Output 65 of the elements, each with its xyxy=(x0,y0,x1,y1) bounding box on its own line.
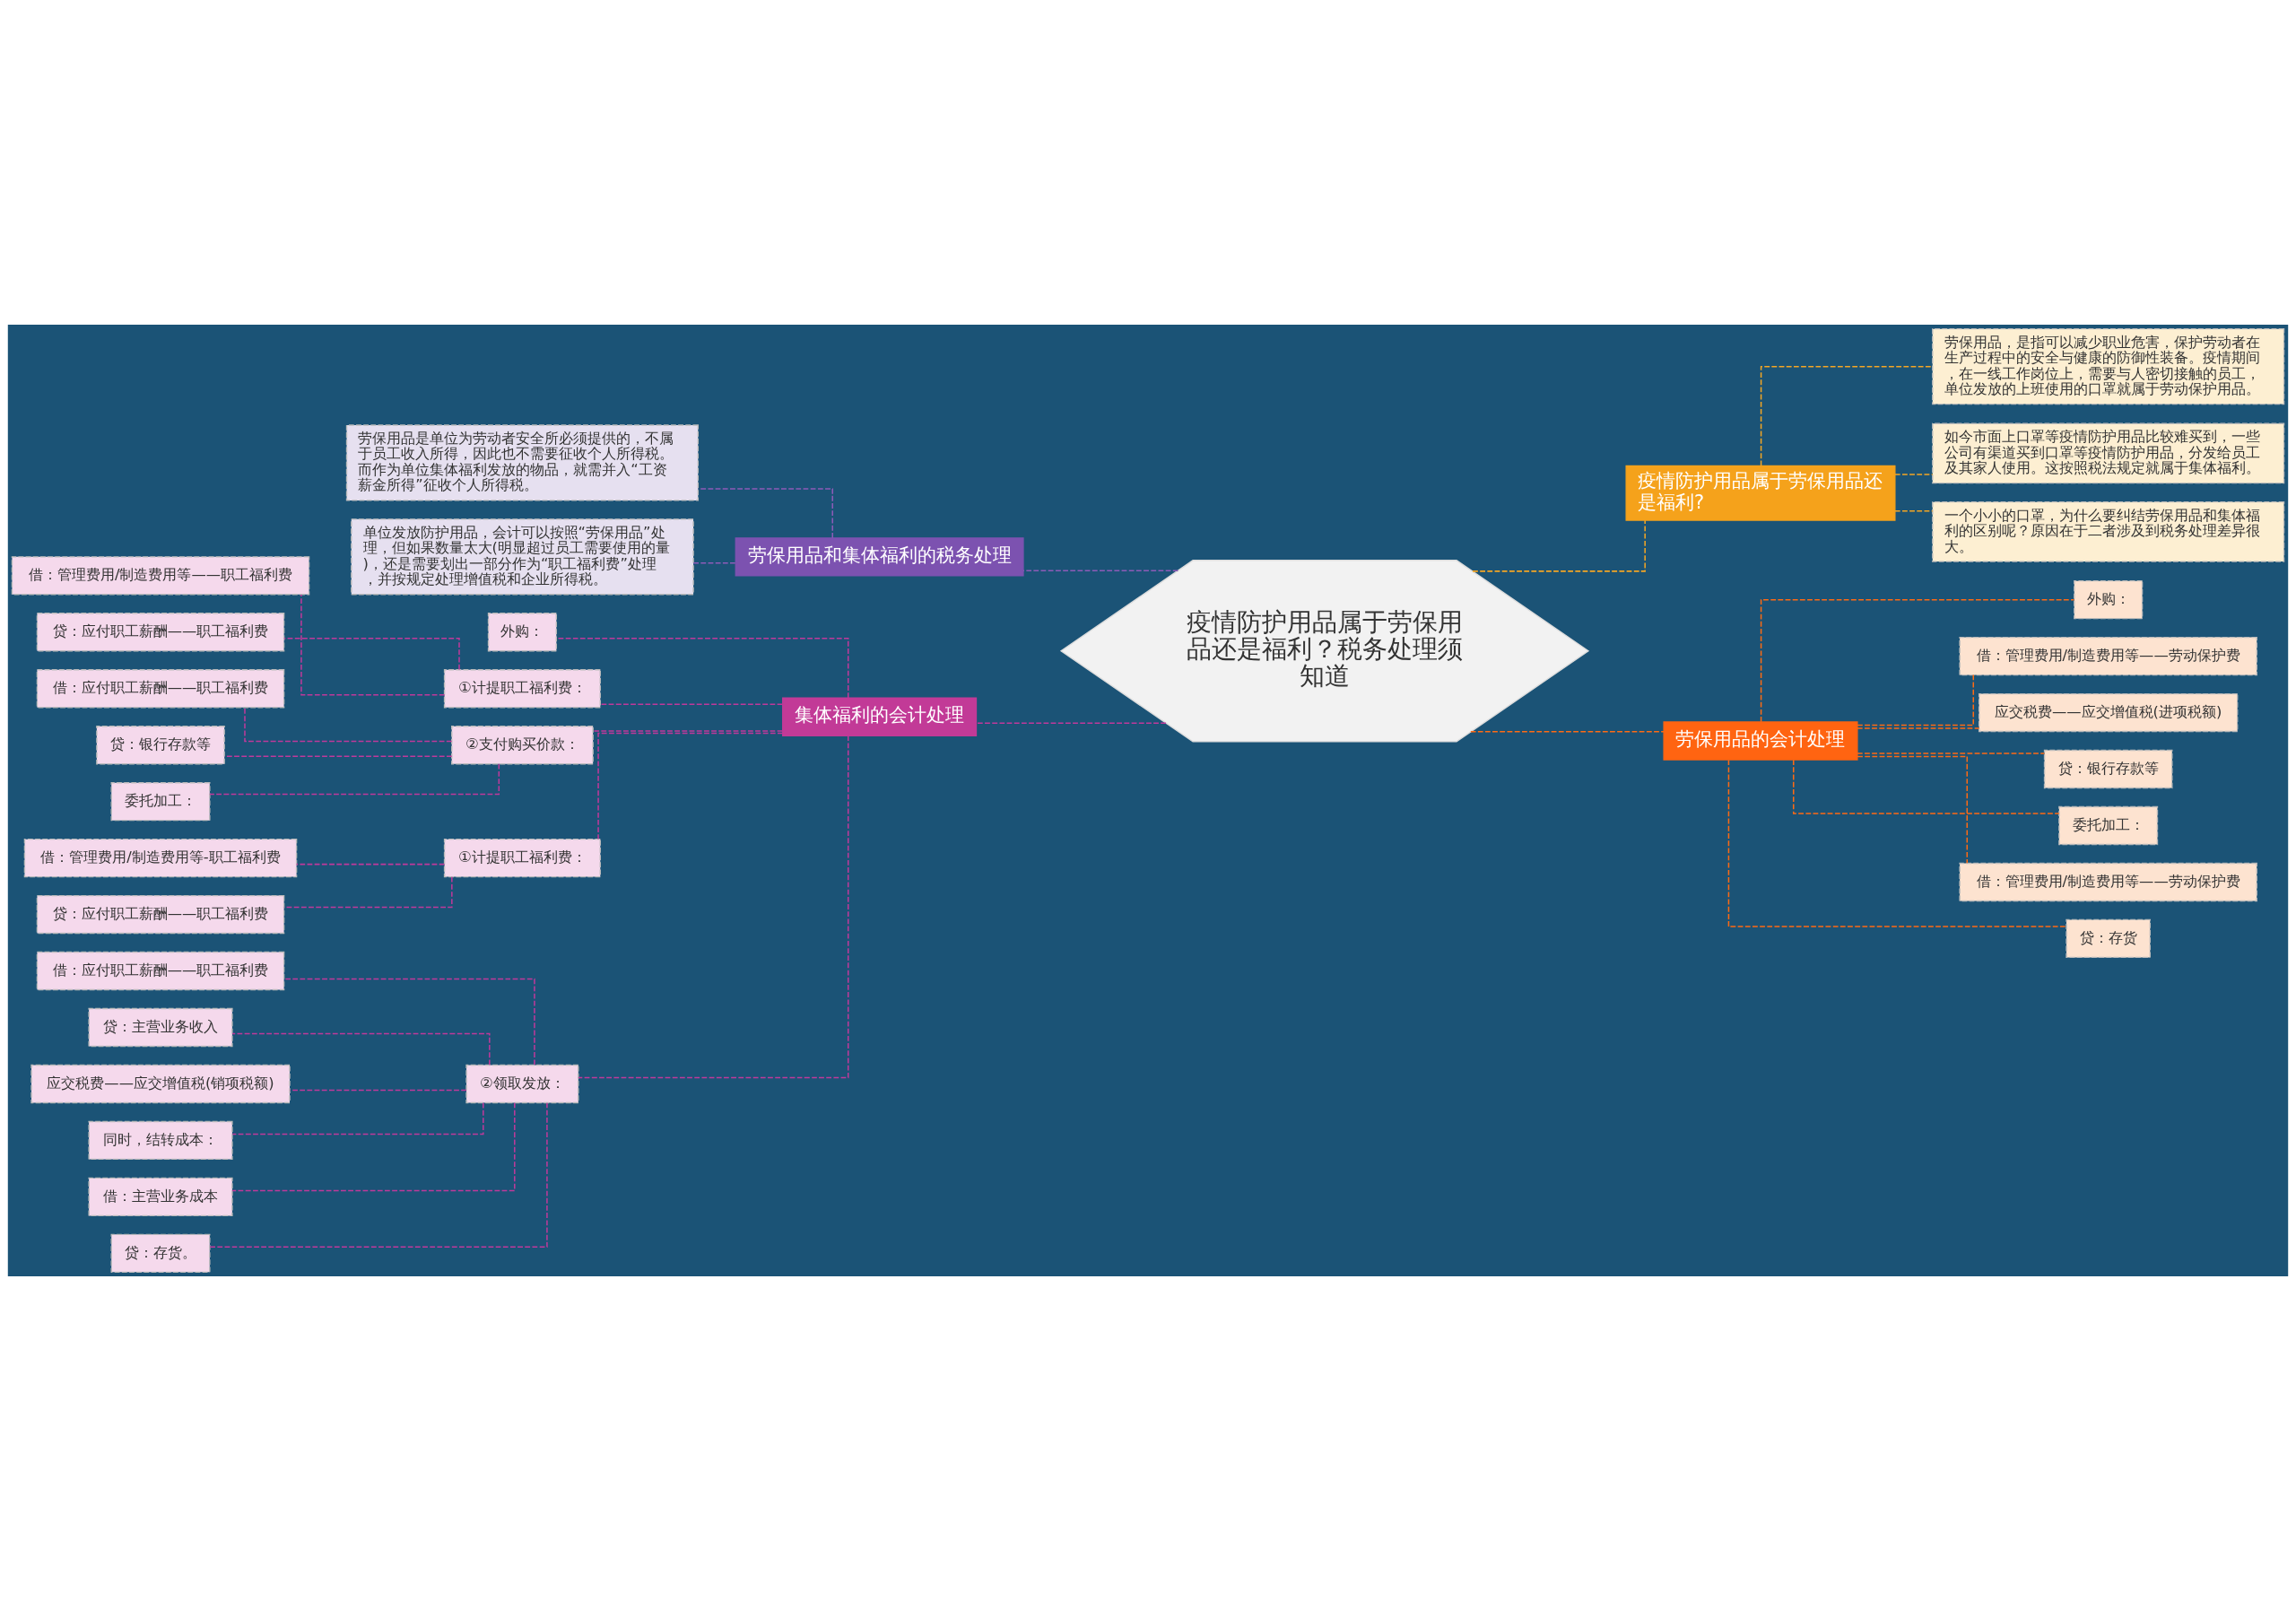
connector xyxy=(283,638,460,671)
connector xyxy=(1894,474,1934,475)
connector xyxy=(283,978,535,1066)
connector xyxy=(223,755,453,758)
node-box: ①计提职工福利费： xyxy=(443,669,601,709)
connector xyxy=(692,562,736,564)
connector xyxy=(231,1101,484,1135)
connector xyxy=(597,732,784,840)
node-box: 借：管理费用/制造费用等——职工福利费 xyxy=(11,556,310,596)
connector xyxy=(1857,727,1980,729)
connector xyxy=(578,735,849,1079)
node-box: 贷：银行存款等 xyxy=(96,726,225,765)
connector xyxy=(1022,570,1179,571)
node-box: 单位发放防护用品，会计可以按照“劳保用品”处理，但如果数量太大(明显超过员工需要使用的量)，还是需要划出一部分作为“职工福利费”处理，并按规定处理增值税和企业所得税。 xyxy=(351,518,694,596)
connector xyxy=(1760,365,1934,466)
node-box: 贷：应付职工薪酬——职工福利费 xyxy=(36,894,285,935)
connector xyxy=(295,863,446,866)
node-box: 贷：存货。 xyxy=(110,1233,211,1274)
node-box: ②领取发放： xyxy=(465,1064,579,1104)
connector xyxy=(289,1089,467,1092)
node-box: 如今市面上口罩等疫情防护用品比较难买到，一些公司有渠道买到口罩等疫情防护用品，分发给员工及其家人使用。这按照税法规定就属于集体福利。 xyxy=(1932,422,2285,484)
connector xyxy=(592,730,784,732)
node-box: 外购： xyxy=(2074,579,2144,620)
node-box: 委托加工： xyxy=(2058,805,2159,846)
node-box: 借：管理费用/制造费用等-职工福利费 xyxy=(23,838,298,878)
node-box: 借：主营业务成本 xyxy=(88,1177,233,1217)
connector xyxy=(300,594,446,696)
node-box: 劳保用品的会计处理 xyxy=(1663,721,1858,761)
node-box: ②支付购买价款： xyxy=(451,726,594,765)
connector xyxy=(1857,674,1975,727)
node-box: 劳保用品是单位为劳动者安全所必须提供的，不属于员工收入所得，因此也不需要征收个人所得税。而作为单位集体福利发放的物品，就需并入“工资薪金所得”征收个人所得税。 xyxy=(345,424,699,501)
node-box: ①计提职工福利费： xyxy=(443,838,601,878)
connector xyxy=(231,1101,516,1192)
connector xyxy=(975,722,1167,724)
connector xyxy=(1857,753,2046,754)
node-box: 应交税费——应交增值税(销项税额) xyxy=(30,1064,291,1104)
connector xyxy=(1857,755,1969,864)
node-box: 借：应付职工薪酬——职工福利费 xyxy=(36,951,285,991)
connector xyxy=(1792,759,2060,814)
node-box: 贷：存货 xyxy=(2066,918,2151,959)
node-box: 委托加工： xyxy=(110,781,211,822)
connector xyxy=(244,707,453,743)
node-box: 劳保用品和集体福利的税务处理 xyxy=(735,537,1024,577)
node-box: 贷：应付职工薪酬——职工福利费 xyxy=(36,613,285,652)
node-box: 借：管理费用/制造费用等——劳动保护费 xyxy=(1959,862,2257,902)
connector xyxy=(599,703,784,705)
connector xyxy=(1470,731,1665,733)
node-box: 贷：银行存款等 xyxy=(2043,749,2173,789)
connector xyxy=(1760,598,2075,723)
node-box: 应交税费——应交增值税(进项税额) xyxy=(1979,692,2239,733)
connector xyxy=(231,1032,491,1066)
connector xyxy=(209,763,500,796)
connector xyxy=(1472,519,1646,572)
connector xyxy=(1894,510,1934,512)
node-box: 外购： xyxy=(487,613,558,652)
connector xyxy=(209,1101,548,1249)
node-box: 疫情防护用品属于劳保用品还是福利? xyxy=(1625,465,1896,521)
node-box: 同时，结转成本： xyxy=(88,1120,233,1161)
node-box: 集体福利的会计处理 xyxy=(782,697,978,736)
node-box: 贷：主营业务收入 xyxy=(88,1007,233,1048)
node-box: 劳保用品，是指可以减少职业危害，保护劳动者在生产过程中的安全与健康的防御性装备。疫情期间，在一线工作岗位上，需要与人密切接触的员工，单位发放的上班使用的口罩就属于劳动保护用品。 xyxy=(1932,327,2285,405)
connector xyxy=(1727,759,2067,927)
node-box: 借：管理费用/制造费用等——劳动保护费 xyxy=(1959,636,2257,676)
node-box: 一个小小的口罩，为什么要纠结劳保用品和集体福利的区别呢？原因在于二者涉及到税务处理差异很大。 xyxy=(1932,500,2285,562)
node-box: 借：应付职工薪酬——职工福利费 xyxy=(36,669,285,709)
